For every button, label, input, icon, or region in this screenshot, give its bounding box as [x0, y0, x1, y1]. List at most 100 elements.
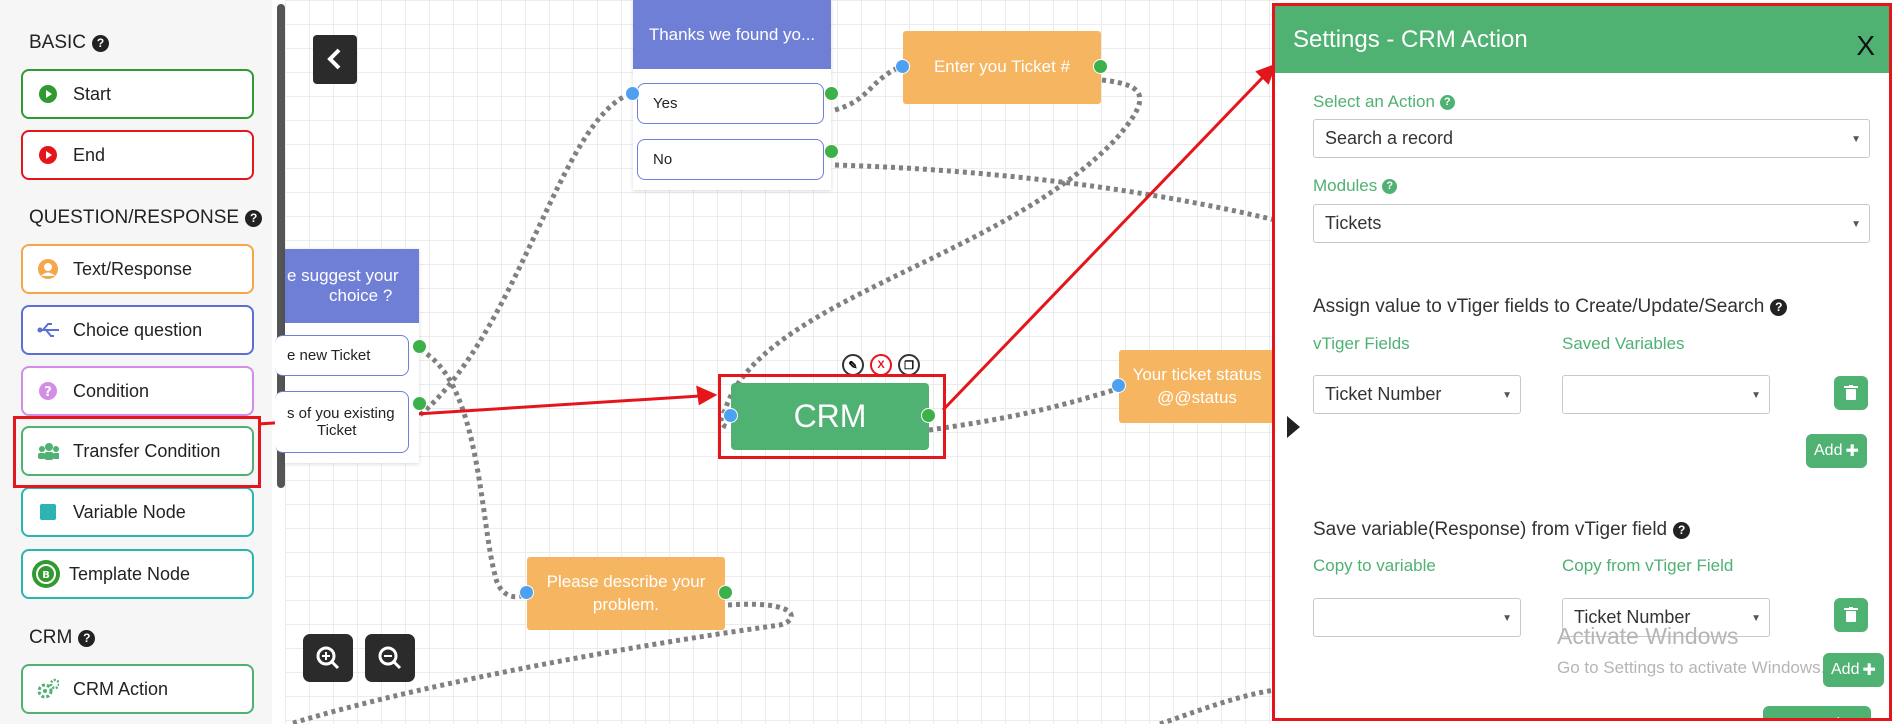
palette-transfer-condition[interactable]: Transfer Condition — [21, 426, 254, 476]
assign-section-title-text: Assign value to vTiger fields to Create/… — [1313, 296, 1765, 317]
copy-from-field-dropdown[interactable]: Ticket Number ▼ — [1562, 598, 1770, 637]
question-circle-icon: ? — [37, 380, 59, 402]
plus-icon: ✚ — [1845, 443, 1859, 460]
output-port[interactable] — [921, 408, 936, 423]
close-button[interactable]: X — [1856, 30, 1875, 61]
output-port[interactable] — [412, 396, 427, 411]
palette-end-label: End — [73, 144, 106, 165]
palette-template-node[interactable]: B Template Node — [21, 549, 254, 599]
question-response-heading-label: QUESTION/RESPONSE — [29, 207, 240, 228]
panel-header: Settings - CRM Action — [1275, 6, 1889, 73]
caret-down-icon: ▼ — [1502, 613, 1512, 624]
help-icon[interactable]: ? — [1382, 178, 1398, 194]
output-port[interactable] — [1093, 59, 1108, 74]
node-line: @@status — [1157, 387, 1237, 407]
choice-option[interactable]: s of you existing Ticket — [275, 391, 409, 453]
help-icon[interactable]: ? — [92, 34, 110, 52]
output-port[interactable] — [824, 144, 839, 159]
sidebar-scrollbar[interactable] — [277, 4, 285, 488]
save-action-button[interactable]: Save Action — [1763, 706, 1871, 718]
usb-icon — [37, 319, 59, 341]
help-icon[interactable]: ? — [1770, 298, 1788, 316]
copy-from-field-label: Copy from vTiger Field — [1562, 556, 1734, 575]
play-circle-icon — [37, 83, 59, 105]
crm-heading-label: CRM — [29, 627, 73, 648]
input-port[interactable] — [723, 408, 738, 423]
palette-start[interactable]: Start — [21, 69, 254, 119]
input-port[interactable] — [895, 59, 910, 74]
basic-heading-label: BASIC — [29, 32, 87, 53]
modules-dropdown[interactable]: Tickets ▼ — [1313, 204, 1870, 243]
input-port[interactable] — [625, 86, 640, 101]
crm-heading: CRM ? — [29, 627, 96, 649]
svg-text:B: B — [42, 570, 50, 581]
chevron-left-icon — [327, 48, 341, 70]
output-port[interactable] — [718, 585, 733, 600]
input-port[interactable] — [519, 585, 534, 600]
crm-node-highlight — [718, 374, 946, 459]
suggest-choice-node[interactable]: e suggest your choice ? e new Ticket s o… — [275, 249, 427, 463]
zoom-in-icon — [316, 646, 340, 670]
zoom-in-button[interactable] — [303, 634, 353, 682]
output-port[interactable] — [412, 339, 427, 354]
describe-problem-node[interactable]: Please describe your problem. — [527, 557, 725, 630]
palette-text-response-label: Text/Response — [73, 258, 193, 279]
help-icon[interactable]: ? — [78, 629, 96, 647]
palette-end[interactable]: End — [21, 130, 254, 180]
save-variable-section-title-text: Save variable(Response) from vTiger fiel… — [1313, 519, 1668, 540]
panel-title: Settings - CRM Action — [1293, 25, 1528, 53]
basic-heading: BASIC ? — [29, 32, 110, 54]
trash-icon — [1844, 607, 1858, 622]
vtiger-field-dropdown[interactable]: Ticket Number ▼ — [1313, 375, 1521, 414]
node-title-line: choice ? — [329, 286, 393, 305]
palette-condition[interactable]: ? Condition — [21, 366, 254, 416]
select-action-dropdown[interactable]: Search a record ▼ — [1313, 119, 1870, 158]
panel-body: Select an Action ? Search a record ▼ Mod… — [1275, 73, 1889, 718]
saved-variable-dropdown[interactable]: ▼ — [1562, 375, 1770, 414]
choice-option[interactable]: e new Ticket — [275, 335, 409, 376]
palette-choice-question[interactable]: Choice question — [21, 305, 254, 355]
help-icon[interactable]: ? — [245, 209, 263, 227]
delete-row-button[interactable] — [1834, 376, 1868, 410]
palette-choice-question-label: Choice question — [73, 319, 203, 340]
transfer-condition-highlight — [13, 416, 261, 488]
help-icon[interactable]: ? — [1439, 94, 1455, 110]
enter-ticket-node[interactable]: Enter you Ticket # — [903, 31, 1101, 104]
output-port[interactable] — [824, 86, 839, 101]
input-port[interactable] — [1111, 378, 1126, 393]
windows-activation-hint: Go to Settings to activate Windows. — [1557, 658, 1826, 677]
modules-value: Tickets — [1325, 213, 1382, 233]
edit-node-icon[interactable]: ✎ — [842, 354, 864, 376]
choice-option[interactable]: Yes — [637, 83, 824, 124]
save-variable-section-title: Save variable(Response) from vTiger fiel… — [1313, 519, 1691, 541]
ticket-status-node[interactable]: Your ticket status @@status — [1119, 350, 1275, 423]
copy-node-icon[interactable]: ❐ — [898, 354, 920, 376]
zoom-out-button[interactable] — [365, 634, 415, 682]
copy-to-variable-dropdown[interactable]: ▼ — [1313, 598, 1521, 637]
node-line: Your ticket status — [1132, 365, 1262, 385]
help-icon[interactable]: ? — [1673, 521, 1691, 539]
choice-option[interactable]: No — [637, 139, 824, 180]
node-title-line: e suggest your — [287, 266, 399, 285]
users-icon — [37, 440, 59, 462]
palette-text-response[interactable]: Text/Response — [21, 244, 254, 294]
add-field-button[interactable]: Add ✚ — [1806, 434, 1867, 468]
svg-text:?: ? — [44, 385, 52, 400]
palette-variable-node[interactable]: Variable Node — [21, 487, 254, 537]
delete-row-button[interactable] — [1834, 598, 1868, 632]
palette-template-node-label: Template Node — [69, 563, 191, 584]
delete-node-icon[interactable]: X — [870, 354, 892, 376]
template-icon: B — [31, 559, 61, 589]
palette-crm-action[interactable]: CRM Action — [21, 664, 254, 714]
assign-section-title: Assign value to vTiger fields to Create/… — [1313, 296, 1788, 318]
user-circle-icon — [37, 258, 59, 280]
select-action-label: Select an Action ? — [1313, 92, 1455, 112]
palette-crm-action-label: CRM Action — [73, 678, 169, 699]
caret-down-icon: ▼ — [1751, 613, 1761, 624]
add-variable-button[interactable]: Add ✚ — [1823, 653, 1884, 687]
crm-node[interactable]: CRM — [731, 383, 929, 450]
back-button[interactable] — [313, 35, 357, 84]
thanks-choice-node[interactable]: Thanks we found yo... Yes No — [625, 0, 839, 190]
expand-arrow-icon[interactable] — [1287, 416, 1300, 438]
node-line: Please describe your — [546, 572, 706, 592]
